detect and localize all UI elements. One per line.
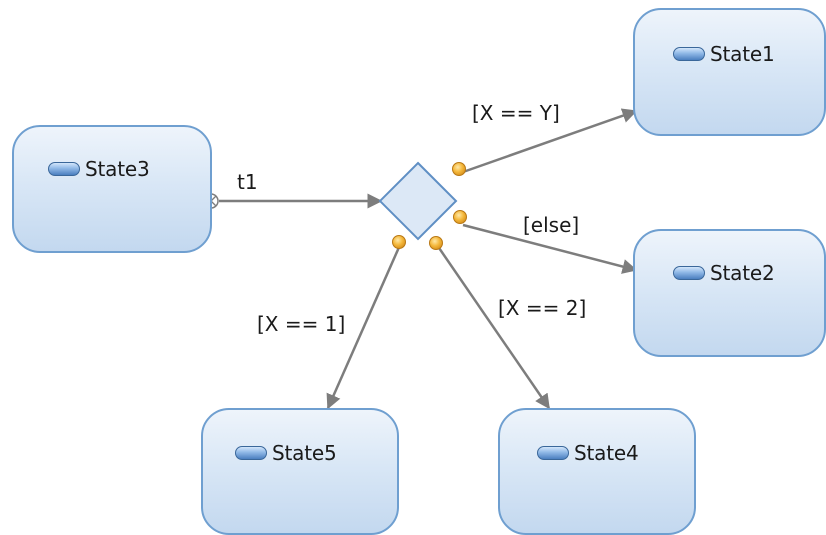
state-icon [235, 446, 267, 460]
state-icon [673, 266, 705, 280]
transition-label-x-eq-2[interactable]: [X == 2] [498, 296, 587, 320]
state3[interactable]: State3 [12, 125, 212, 253]
transition-marker-icon[interactable] [392, 235, 406, 249]
transition-label-t1[interactable]: t1 [237, 170, 258, 194]
state1-label: State1 [710, 42, 775, 66]
state2[interactable]: State2 [633, 229, 826, 357]
transition-marker-icon[interactable] [429, 236, 443, 250]
state4-label: State4 [574, 441, 639, 465]
state5-label: State5 [272, 441, 337, 465]
state1[interactable]: State1 [633, 8, 826, 136]
state3-label: State3 [85, 157, 150, 181]
state2-label: State2 [710, 261, 775, 285]
transition-state5-arrow[interactable] [326, 244, 402, 410]
transition-marker-icon[interactable] [453, 210, 467, 224]
transition-label-else[interactable]: [else] [523, 213, 580, 237]
choice-node[interactable] [378, 161, 458, 241]
state5[interactable]: State5 [201, 408, 399, 535]
transition-label-x-eq-y[interactable]: [X == Y] [472, 101, 560, 125]
transition-marker-icon[interactable] [452, 162, 466, 176]
transition-label-x-eq-1[interactable]: [X == 1] [257, 312, 346, 336]
transition-state1-arrow[interactable] [462, 108, 638, 174]
state-icon [48, 162, 80, 176]
state-icon [537, 446, 569, 460]
state-icon [673, 47, 705, 61]
transition-state2-arrow[interactable] [462, 223, 638, 274]
state4[interactable]: State4 [498, 408, 696, 535]
transition-state4-arrow[interactable] [435, 244, 551, 410]
